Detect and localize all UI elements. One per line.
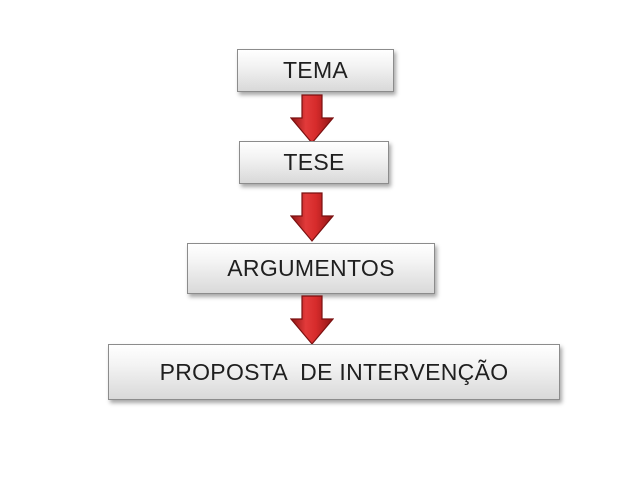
step-box-tema: TEMA — [237, 49, 394, 92]
step-box-argumentos: ARGUMENTOS — [187, 243, 435, 294]
step-label-tema: TEMA — [282, 57, 349, 83]
step-box-tese: TESE — [239, 141, 389, 184]
down-arrow-icon — [290, 192, 334, 242]
down-arrow-icon — [290, 295, 334, 345]
step-label-argumentos: ARGUMENTOS — [227, 255, 395, 281]
step-label-proposta: PROPOSTA DE INTERVENÇÃO — [159, 358, 509, 385]
step-label-tese: TESE — [283, 149, 345, 175]
step-box-proposta: PROPOSTA DE INTERVENÇÃO — [108, 344, 560, 400]
down-arrow-icon — [290, 94, 334, 144]
